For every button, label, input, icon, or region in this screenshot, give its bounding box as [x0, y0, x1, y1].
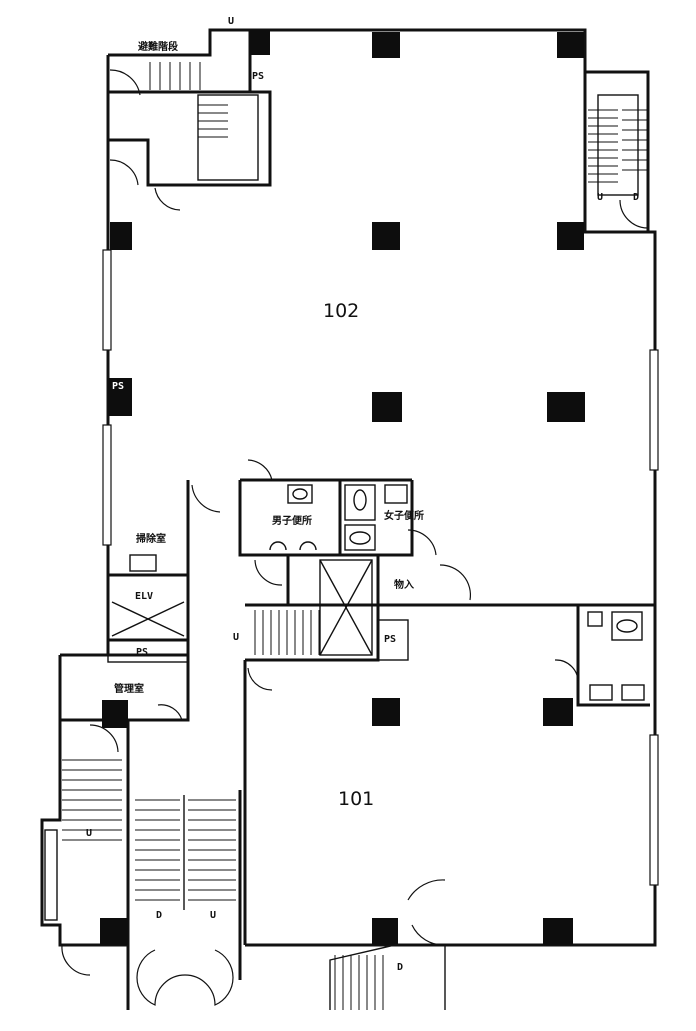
door-swing: [407, 529, 437, 556]
label-ps-left: PS: [112, 381, 124, 392]
door-swing: [89, 724, 119, 753]
column: [102, 700, 128, 728]
door-swing: [619, 199, 649, 229]
column: [372, 698, 400, 726]
columns: [100, 30, 585, 945]
elevator: [111, 601, 185, 637]
label-up-center: U: [233, 632, 239, 643]
stair-center: [254, 559, 373, 656]
room-label-102: 102: [323, 300, 359, 322]
column: [372, 392, 402, 422]
label-down-right-stair: D: [633, 192, 639, 203]
column: [100, 918, 128, 945]
label-emergency-stairs: 避難階段: [137, 40, 178, 53]
door-swing: [411, 924, 446, 946]
column: [557, 32, 584, 58]
door-swing: [554, 659, 579, 684]
label-ps-elv: PS: [136, 647, 148, 658]
door-swing: [191, 484, 221, 513]
outer-walls: [40, 28, 657, 1010]
stair-bottom: [329, 944, 446, 1010]
room-label-101: 101: [338, 788, 374, 810]
labels: 102 101 避難階段 PS PS PS PS 男子便所 女子便所 物入 掃除…: [86, 16, 639, 973]
column: [543, 918, 573, 945]
label-down-bottom-stair: D: [397, 962, 403, 973]
label-mens-toilet: 男子便所: [272, 514, 312, 527]
door-swing: [254, 559, 283, 586]
door-swing: [157, 704, 183, 721]
column: [250, 30, 270, 55]
door-swing: [109, 69, 141, 96]
label-storage: 物入: [394, 578, 414, 591]
label-up-left-lower: U: [86, 828, 92, 839]
doors: [61, 69, 649, 1006]
door-swing: [247, 667, 273, 691]
door-swing: [154, 187, 181, 211]
windows: [102, 249, 659, 886]
door-swing: [407, 879, 446, 901]
door-swing: [109, 159, 139, 186]
stair-left-lower: [44, 759, 122, 921]
door-swing: [61, 944, 91, 976]
door-swing: [439, 564, 472, 601]
label-down-entrance: D: [156, 910, 162, 921]
label-ps-top: PS: [252, 71, 264, 82]
stairs: [44, 62, 648, 1010]
label-up-right-stair: U: [597, 192, 603, 203]
stair-top-left: [149, 62, 259, 181]
label-management-room: 管理室: [114, 682, 144, 695]
column: [557, 222, 584, 250]
toilet-fixtures: [129, 484, 645, 701]
label-cleaning-room: 掃除室: [136, 532, 166, 545]
label-ps-center: PS: [384, 634, 396, 645]
label-up-entrance: U: [210, 910, 216, 921]
label-up-top: U: [228, 16, 234, 27]
door-swing: [136, 949, 186, 1006]
column: [372, 918, 398, 945]
column: [108, 378, 132, 416]
label-womens-toilet: 女子便所: [384, 509, 424, 522]
column: [547, 392, 585, 422]
stair-entrance: [135, 795, 236, 910]
column: [372, 32, 400, 58]
column: [110, 222, 132, 250]
column: [372, 222, 400, 250]
door-swing: [184, 949, 234, 1006]
label-elevator: ELV: [135, 591, 153, 602]
column: [543, 698, 573, 726]
door-swing: [247, 459, 273, 481]
stair-right-upper: [588, 94, 648, 196]
